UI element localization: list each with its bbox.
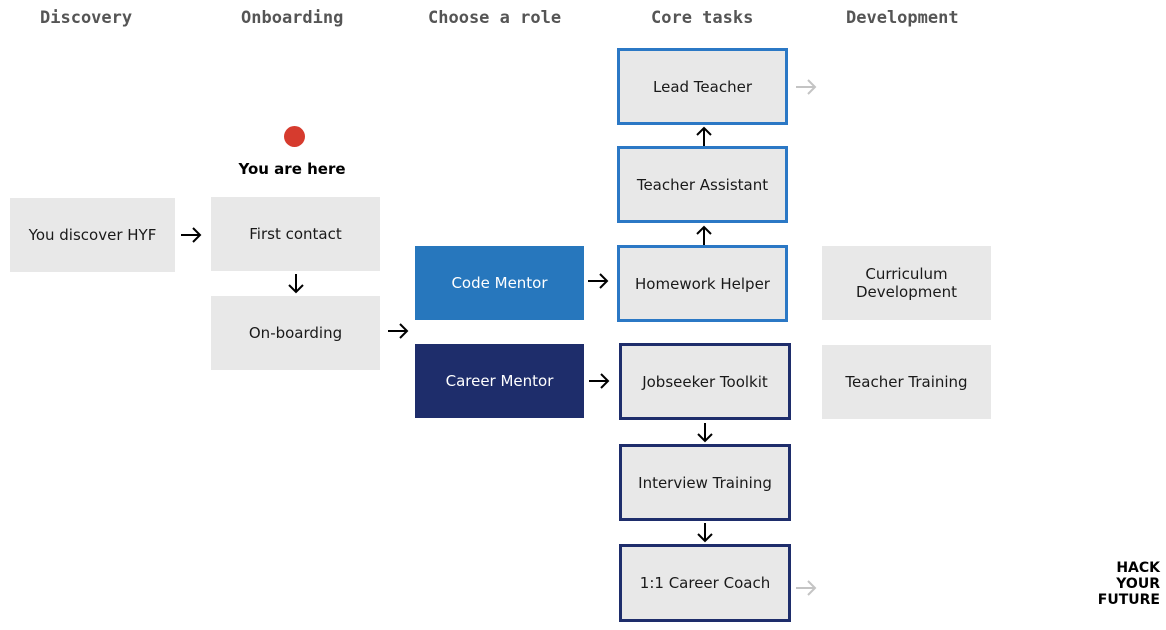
node-interview-training: Interview Training xyxy=(619,444,791,521)
logo-line-2: YOUR xyxy=(1116,576,1160,592)
node-onboarding: On-boarding xyxy=(211,296,380,370)
you-are-here-dot xyxy=(284,126,305,147)
arrow-right-career-mentor-to-jobseeker-toolkit xyxy=(586,368,612,394)
node-career-mentor: Career Mentor xyxy=(415,344,584,418)
node-curriculum-development-line1: Curriculum xyxy=(865,265,948,283)
node-jobseeker-toolkit: Jobseeker Toolkit xyxy=(619,343,791,420)
logo-line-3: FUTURE xyxy=(1097,592,1160,608)
you-are-here-label: You are here xyxy=(238,160,346,178)
arrow-down-first-contact-to-onboarding xyxy=(283,271,309,297)
node-code-mentor: Code Mentor xyxy=(415,246,584,320)
node-interview-training-label: Interview Training xyxy=(638,473,772,492)
column-header-onboarding: Onboarding xyxy=(241,8,344,28)
node-teacher-assistant-label: Teacher Assistant xyxy=(636,175,769,194)
hack-your-future-logo: HACK YOUR FUTURE xyxy=(1076,560,1160,608)
logo-line-1: HACK xyxy=(1116,560,1160,576)
node-lead-teacher: Lead Teacher xyxy=(617,48,788,125)
node-homework-helper: Homework Helper xyxy=(617,245,788,322)
node-code-mentor-label: Code Mentor xyxy=(451,274,548,292)
node-lead-teacher-label: Lead Teacher xyxy=(653,77,752,96)
arrow-up-teacher-assistant-to-lead-teacher xyxy=(691,123,717,149)
node-career-mentor-label: Career Mentor xyxy=(445,372,554,390)
node-curriculum-development: Curriculum Development xyxy=(822,246,991,320)
arrow-right-code-mentor-to-homework-helper xyxy=(585,268,611,294)
column-header-choose-role: Choose a role xyxy=(428,8,562,28)
node-discover-hyf-label: You discover HYF xyxy=(28,226,157,244)
arrow-right-discover-to-first-contact xyxy=(178,222,204,248)
node-teacher-training: Teacher Training xyxy=(822,345,991,419)
node-career-coach: 1:1 Career Coach xyxy=(619,544,791,622)
arrow-right-onboarding-to-roles xyxy=(385,318,411,344)
arrow-right-career-coach-continuation xyxy=(793,575,819,601)
column-header-discovery: Discovery xyxy=(40,8,133,28)
node-teacher-assistant: Teacher Assistant xyxy=(617,146,788,223)
node-career-coach-label: 1:1 Career Coach xyxy=(639,574,771,592)
node-curriculum-development-line2: Development xyxy=(856,283,957,301)
node-homework-helper-label: Homework Helper xyxy=(635,274,770,293)
column-header-development: Development xyxy=(846,8,959,28)
arrow-up-homework-helper-to-teacher-assistant xyxy=(691,222,717,248)
node-first-contact-label: First contact xyxy=(249,225,342,243)
node-discover-hyf: You discover HYF xyxy=(10,198,175,272)
node-teacher-training-label: Teacher Training xyxy=(845,373,968,391)
node-first-contact: First contact xyxy=(211,197,380,271)
node-jobseeker-toolkit-label: Jobseeker Toolkit xyxy=(642,372,768,391)
node-onboarding-label: On-boarding xyxy=(248,324,343,342)
column-header-core-tasks: Core tasks xyxy=(651,8,754,28)
arrow-down-jobseeker-toolkit-to-interview-training xyxy=(692,420,718,446)
arrow-down-interview-training-to-career-coach xyxy=(692,520,718,546)
arrow-right-lead-teacher-continuation xyxy=(793,74,819,100)
